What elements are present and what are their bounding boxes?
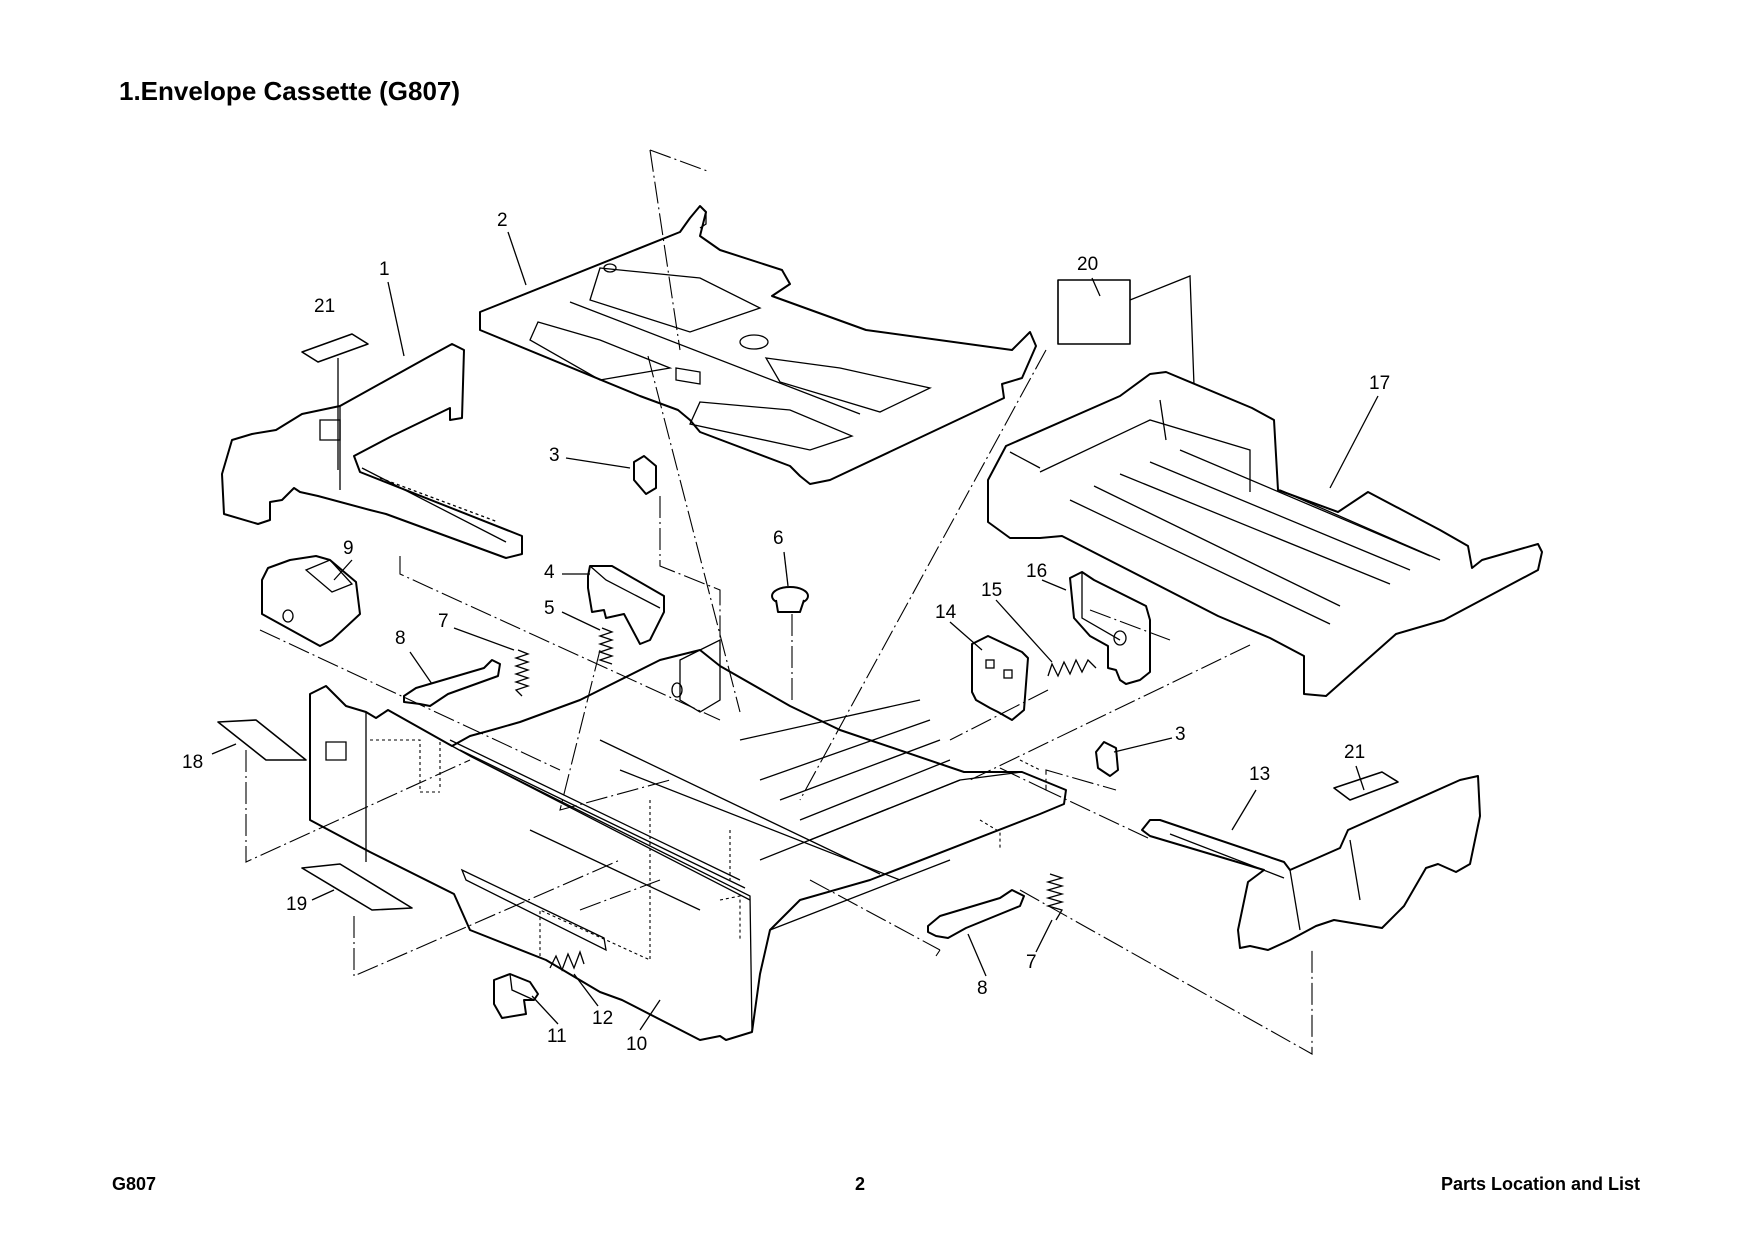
part-19-label bbox=[301, 863, 413, 911]
part-8-lever-right bbox=[927, 889, 1025, 939]
part-17-tray bbox=[987, 371, 1543, 697]
callout-19: 19 bbox=[286, 894, 307, 915]
callout-8-left: 8 bbox=[395, 628, 406, 649]
callout-2: 2 bbox=[497, 210, 508, 231]
part-12-spring bbox=[549, 950, 585, 972]
part-9-block bbox=[261, 555, 361, 647]
part-13-right-guide bbox=[1141, 775, 1481, 951]
footer-page-number: 2 bbox=[855, 1174, 866, 1194]
footer-model: G807 bbox=[112, 1174, 157, 1194]
callout-14: 14 bbox=[935, 602, 957, 623]
callout-4: 4 bbox=[544, 562, 555, 583]
callout-5: 5 bbox=[544, 598, 555, 619]
part-20-label bbox=[1057, 279, 1131, 345]
callout-7-left: 7 bbox=[438, 611, 449, 632]
part-7-spring-left bbox=[513, 649, 531, 697]
part-14-plate bbox=[971, 635, 1029, 721]
callout-10: 10 bbox=[626, 1034, 647, 1055]
part-2-top-plate bbox=[479, 205, 1037, 485]
callout-18: 18 bbox=[182, 752, 203, 773]
part-5-spring bbox=[597, 627, 615, 665]
page-title: 1.Envelope Cassette (G807) bbox=[119, 76, 461, 106]
callout-11: 11 bbox=[547, 1026, 567, 1047]
assembly-lines bbox=[245, 149, 1313, 1055]
part-21-label-left bbox=[301, 333, 369, 363]
callout-20: 20 bbox=[1077, 254, 1098, 275]
footer-section: Parts Location and List bbox=[1440, 1174, 1640, 1194]
part-6-gear bbox=[771, 586, 809, 613]
callout-3-right: 3 bbox=[1175, 724, 1186, 745]
callout-7-right: 7 bbox=[1026, 952, 1037, 973]
callout-1: 1 bbox=[379, 259, 390, 280]
part-10-cassette-body bbox=[309, 638, 1067, 1041]
callout-16: 16 bbox=[1026, 561, 1047, 582]
part-7-spring-right bbox=[1045, 873, 1065, 921]
part-3-clip-right bbox=[1095, 741, 1119, 777]
part-18-label bbox=[217, 719, 307, 761]
part-16-sensor-mount bbox=[1069, 571, 1151, 685]
callout-15: 15 bbox=[981, 580, 1002, 601]
part-15-spring bbox=[1047, 658, 1097, 678]
part-8-lever-left bbox=[403, 659, 501, 707]
callout-8-right: 8 bbox=[977, 978, 988, 999]
callout-21-left: 21 bbox=[314, 296, 335, 317]
part-11-release-lever bbox=[493, 973, 539, 1019]
part-21-label-right bbox=[1333, 771, 1399, 801]
callout-17: 17 bbox=[1369, 373, 1390, 394]
callout-21-right: 21 bbox=[1344, 742, 1365, 763]
part-1-left-guide bbox=[221, 343, 523, 559]
callout-9: 9 bbox=[343, 538, 354, 559]
part-4-bracket bbox=[587, 565, 665, 645]
callout-3-top: 3 bbox=[549, 445, 560, 466]
part-3-clip-top bbox=[633, 455, 657, 495]
callout-13: 13 bbox=[1249, 764, 1270, 785]
callout-6: 6 bbox=[773, 528, 784, 549]
callout-12: 12 bbox=[592, 1008, 613, 1029]
